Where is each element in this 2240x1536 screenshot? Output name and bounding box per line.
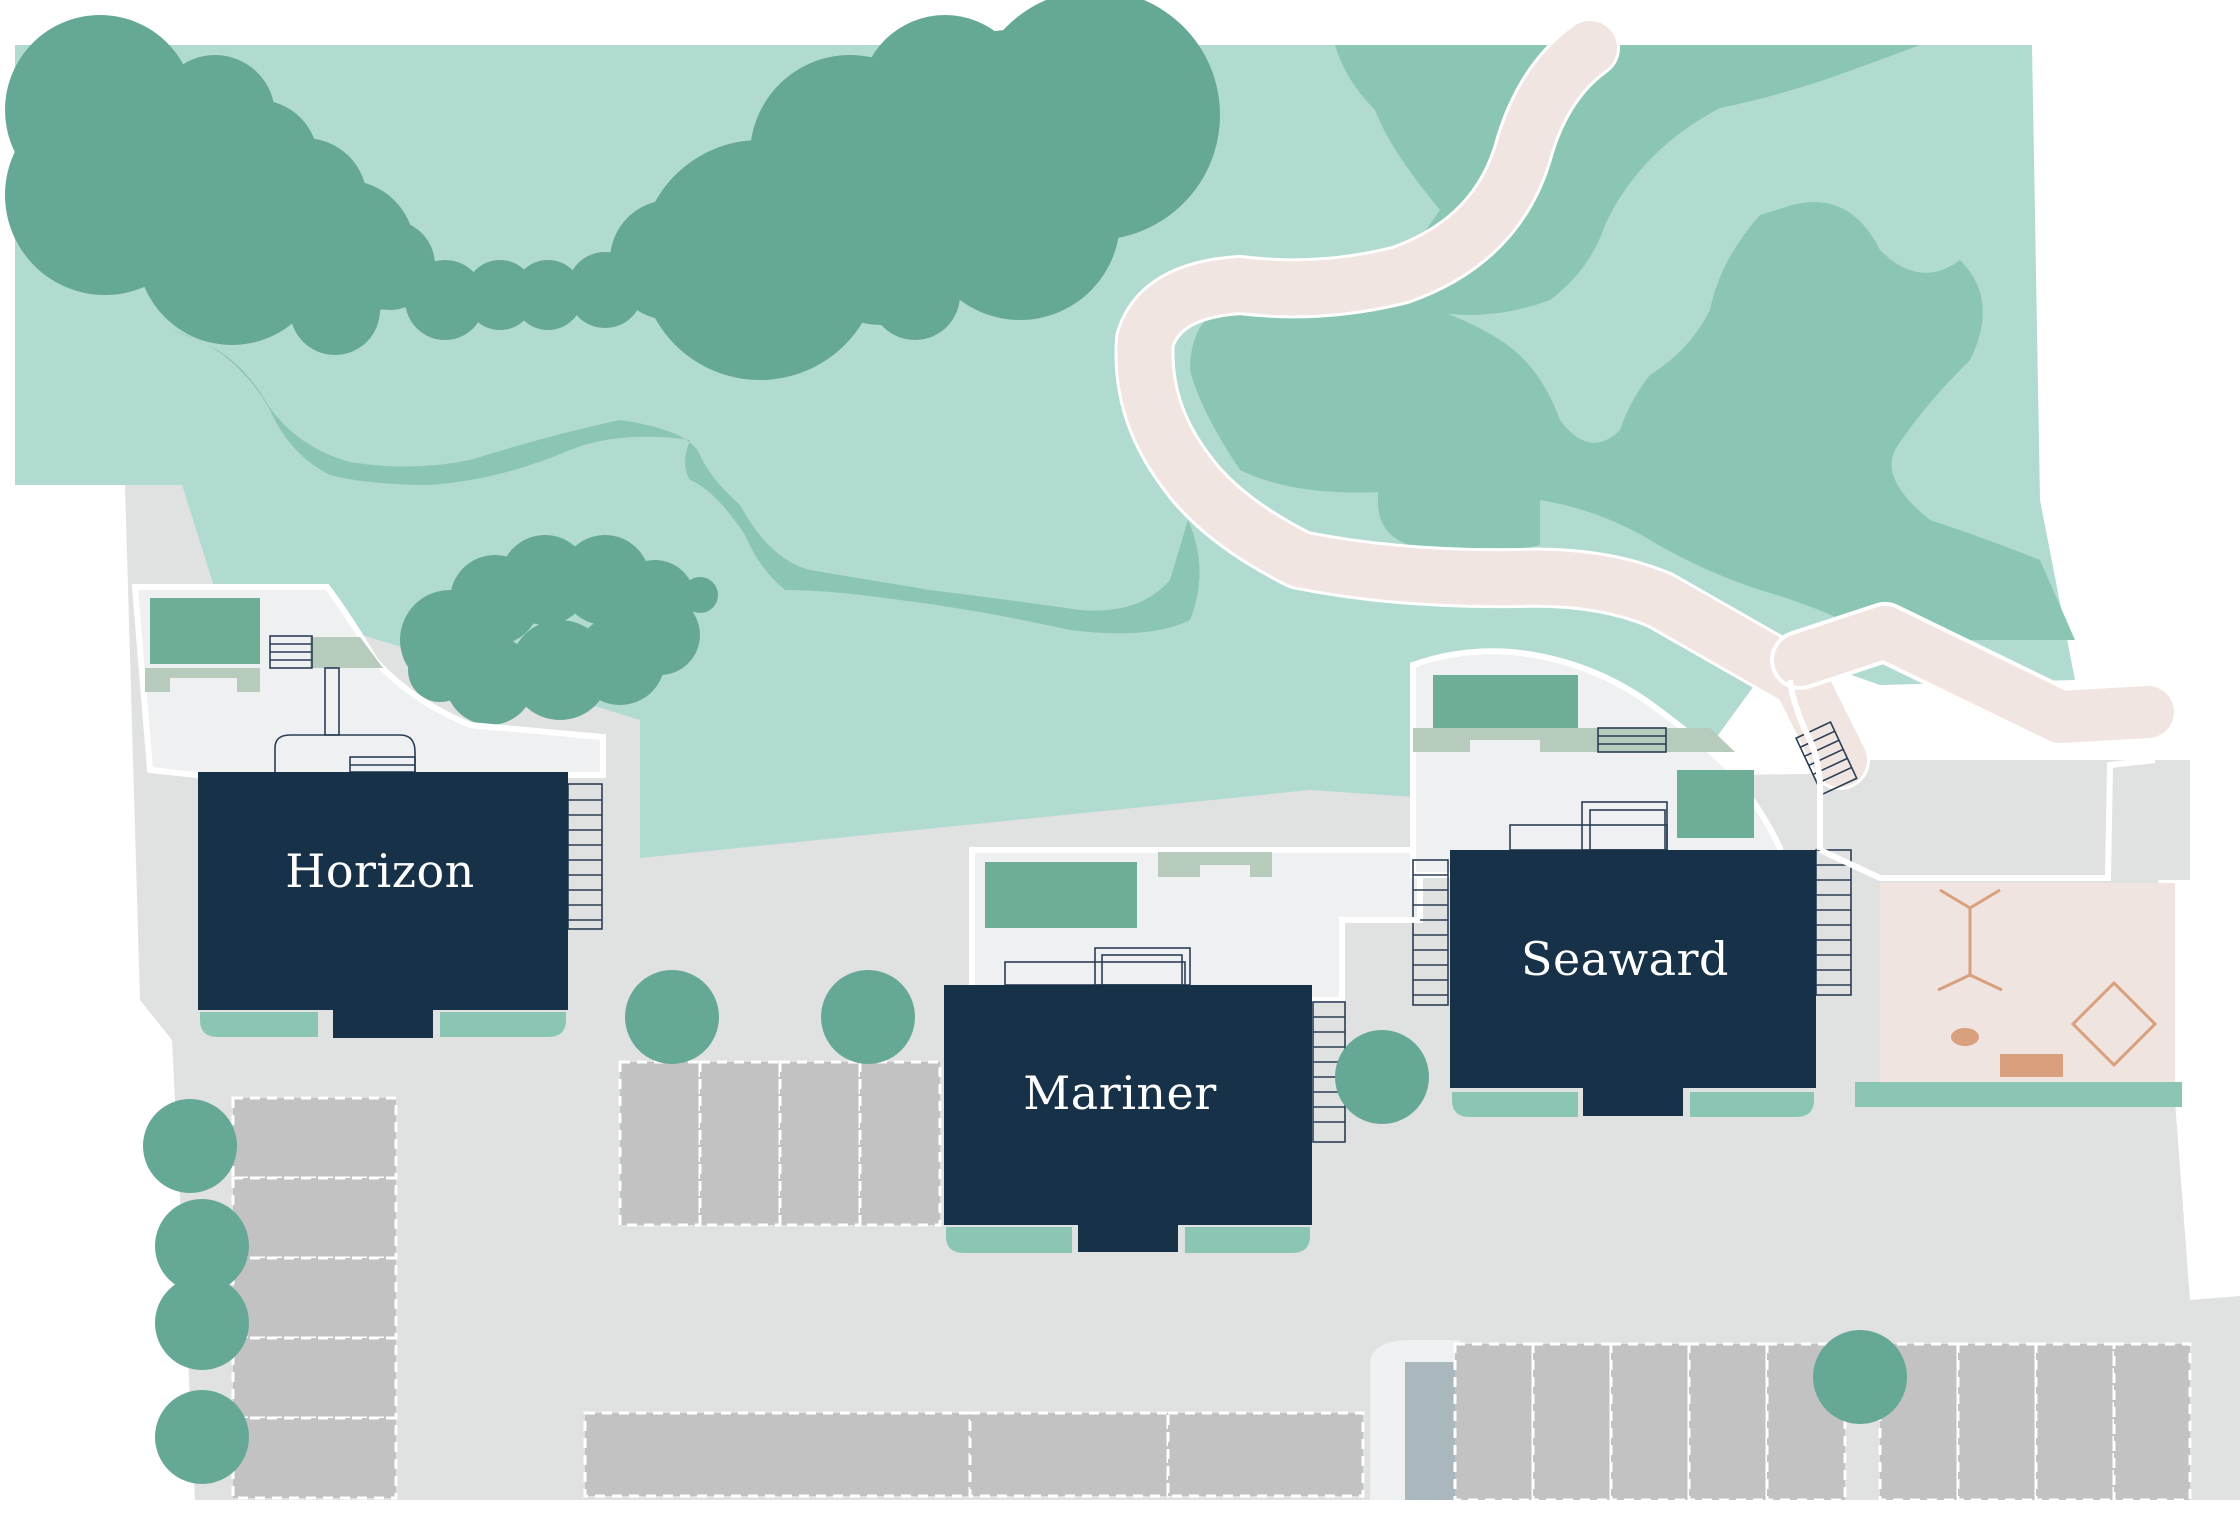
planter <box>985 862 1137 928</box>
stairs <box>269 635 603 930</box>
parking-bays-west[interactable] <box>231 1096 398 1500</box>
path-edges <box>1342 679 2156 923</box>
building-label-mariner: Mariner <box>1023 1066 1217 1120</box>
building-mariner[interactable]: Mariner <box>944 985 1312 1253</box>
play-equipment <box>1951 1028 1979 1046</box>
horizon-terrace <box>131 584 606 930</box>
tree-canopy-north <box>5 0 1220 380</box>
street-trees <box>143 970 1907 1484</box>
building-horizon[interactable]: Horizon <box>198 772 568 1038</box>
planter <box>150 598 260 664</box>
parking-bays-south[interactable] <box>583 1411 1365 1498</box>
building-label-horizon: Horizon <box>285 844 475 898</box>
hedge <box>1855 1082 2182 1107</box>
gate-marker <box>1405 1362 1455 1500</box>
parking-bays-east[interactable] <box>1453 1342 2192 1502</box>
tree-cluster-west <box>400 535 718 725</box>
play-area <box>1855 883 2182 1107</box>
building-seaward[interactable]: Seaward <box>1450 850 1816 1117</box>
winding-footpath <box>1114 18 2178 790</box>
parking-bays-central[interactable] <box>618 1060 942 1227</box>
building-label-seaward: Seaward <box>1521 932 1729 986</box>
seaward-terrace <box>1410 648 1858 1006</box>
planter <box>1433 675 1578 730</box>
bench <box>2000 1054 2063 1077</box>
play-equipment <box>1937 888 2158 1068</box>
planter <box>1677 770 1754 838</box>
